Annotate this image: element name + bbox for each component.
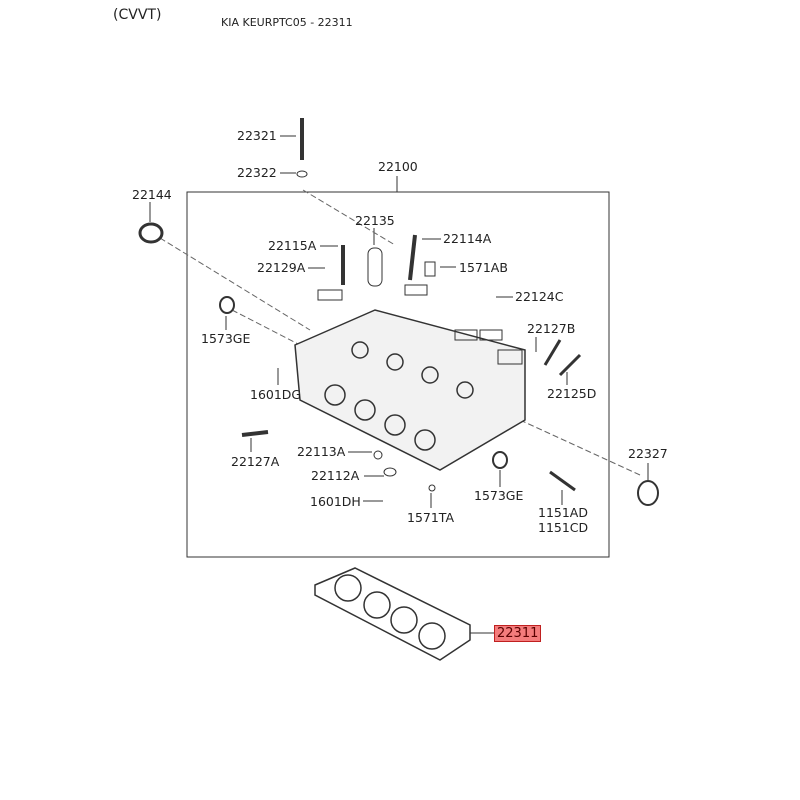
part-label-22125D[interactable]: 22125D — [547, 386, 597, 401]
part-label-22113A[interactable]: 22113A — [297, 444, 346, 459]
part-label-22124C[interactable]: 22124C — [515, 289, 564, 304]
highlighted-part-label-22311[interactable]: 22311 — [494, 625, 542, 642]
part-label-22127A[interactable]: 22127A — [231, 454, 280, 469]
part-label-22322[interactable]: 22322 — [237, 165, 277, 180]
assembly-frame — [186, 191, 610, 558]
part-label-22321[interactable]: 22321 — [237, 128, 277, 143]
part-label-1573GE-lower[interactable]: 1573GE — [474, 488, 524, 503]
part-label-1151AD[interactable]: 1151AD — [538, 505, 588, 520]
diagram-title: KIA KEURPTC05 - 22311 — [221, 16, 353, 29]
part-label-22115A[interactable]: 22115A — [268, 238, 317, 253]
part-label-22129A[interactable]: 22129A — [257, 260, 306, 275]
part-label-22327[interactable]: 22327 — [628, 446, 668, 461]
part-label-22144[interactable]: 22144 — [132, 187, 172, 202]
part-label-1151CD[interactable]: 1151CD — [538, 520, 589, 535]
part-label-22112A[interactable]: 22112A — [311, 468, 360, 483]
part-label-1573GE-upper[interactable]: 1573GE — [201, 331, 251, 346]
part-label-22100[interactable]: 22100 — [378, 159, 418, 174]
part-label-1601DH[interactable]: 1601DH — [310, 494, 361, 509]
part-label-1601DG[interactable]: 1601DG — [250, 387, 302, 402]
part-label-22127B[interactable]: 22127B — [527, 321, 576, 336]
part-label-1571TA[interactable]: 1571TA — [407, 510, 455, 525]
part-label-22114A[interactable]: 22114A — [443, 231, 492, 246]
part-label-1571AB[interactable]: 1571AB — [459, 260, 508, 275]
engine-variant-label: (CVVT) — [113, 7, 162, 23]
cylinder-head-gasket-drawing — [314, 567, 471, 661]
part-label-22135[interactable]: 22135 — [355, 213, 395, 228]
